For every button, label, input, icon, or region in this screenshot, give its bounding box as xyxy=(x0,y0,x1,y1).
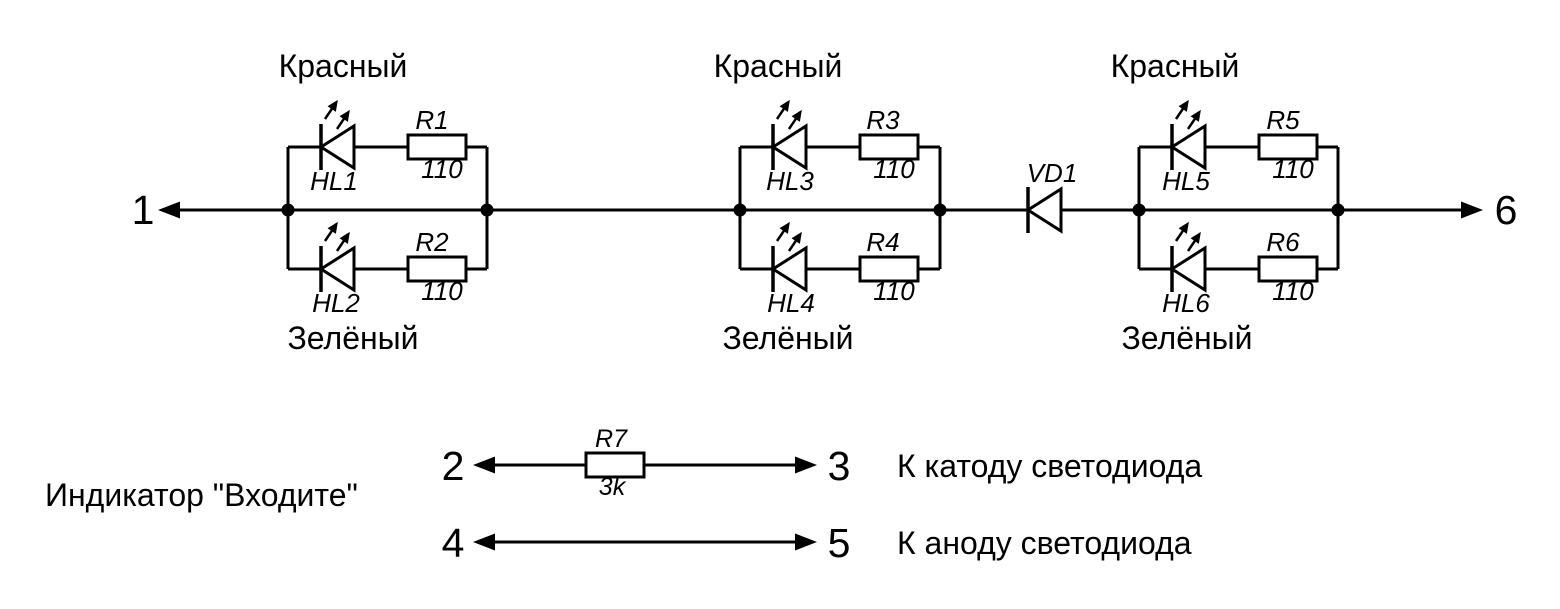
resistor-value-r5: 110 xyxy=(1272,154,1314,184)
diode-label-vd1: VD1 xyxy=(1027,158,1078,188)
resistor-value-r6: 110 xyxy=(1272,276,1314,306)
led-hl2-icon xyxy=(319,217,356,294)
main-bus xyxy=(158,201,1483,219)
resistor-value-r3: 110 xyxy=(873,154,915,184)
led-label-hl3: HL3 xyxy=(766,166,814,196)
junction-dot xyxy=(1331,203,1345,217)
led-hl1-icon xyxy=(319,95,356,172)
led-hl6-icon xyxy=(1170,217,1207,294)
color-label-red: Красный xyxy=(279,48,408,84)
indicator-section: Индикатор "Входите" R7 3k 2 3 К катоду с… xyxy=(45,425,1202,566)
terminal-4-label: 4 xyxy=(442,520,465,566)
resistor-label-r5: R5 xyxy=(1266,105,1300,135)
indicator-title: Индикатор "Входите" xyxy=(45,477,358,513)
resistor-value-r1: 110 xyxy=(421,154,463,184)
led-label-hl1: HL1 xyxy=(310,166,358,196)
cathode-note: К катоду светодиода xyxy=(897,448,1202,484)
led-hl5-icon xyxy=(1170,95,1207,172)
terminal-6-label: 6 xyxy=(1495,187,1518,233)
led-group-1: Красный Зелёный HL1 HL2 R1 110 R2 110 xyxy=(279,48,494,356)
terminal-6-arrow-icon xyxy=(1461,201,1483,219)
row-2-3: R7 3k 2 3 К катоду светодиода xyxy=(442,425,1203,501)
resistor-label-r1: R1 xyxy=(415,105,448,135)
junction-dot xyxy=(480,203,494,217)
led-group-3: Красный Зелёный HL5 HL6 R5 110 R6 110 xyxy=(1111,48,1345,356)
terminal-1-arrow-icon xyxy=(158,201,180,219)
led-label-hl6: HL6 xyxy=(1162,288,1210,318)
color-label-red: Красный xyxy=(1111,48,1240,84)
led-label-hl2: HL2 xyxy=(312,288,360,318)
row-4-5: 4 5 К аноду светодиода xyxy=(442,520,1192,566)
resistor-label-r4: R4 xyxy=(866,227,899,257)
junction-dot xyxy=(733,203,747,217)
resistor-value-r2: 110 xyxy=(421,276,463,306)
diode-vd1-icon xyxy=(1026,185,1063,235)
terminal-1-label: 1 xyxy=(132,187,155,233)
series-diode: VD1 xyxy=(1026,158,1078,235)
color-label-red: Красный xyxy=(714,48,843,84)
resistor-label-r6: R6 xyxy=(1266,227,1300,257)
color-label-green: Зелёный xyxy=(1121,320,1252,356)
junction-dot xyxy=(1132,203,1146,217)
terminal-3-arrow-icon xyxy=(795,456,817,474)
color-label-green: Зелёный xyxy=(287,320,418,356)
resistor-value-r7: 3k xyxy=(599,473,627,501)
junction-dot xyxy=(933,203,947,217)
resistor-value-r4: 110 xyxy=(873,276,915,306)
terminal-5-label: 5 xyxy=(828,520,851,566)
led-label-hl5: HL5 xyxy=(1162,166,1210,196)
terminal-4-arrow-icon xyxy=(473,533,495,551)
anode-note: К аноду светодиода xyxy=(897,525,1192,561)
led-hl3-icon xyxy=(771,95,808,172)
led-group-2: Красный Зелёный HL3 HL4 R3 110 R4 110 xyxy=(714,48,947,356)
terminal-2-label: 2 xyxy=(442,443,465,489)
led-hl4-icon xyxy=(771,217,808,294)
terminal-3-label: 3 xyxy=(828,443,851,489)
led-label-hl4: HL4 xyxy=(767,288,815,318)
resistor-label-r2: R2 xyxy=(415,227,449,257)
terminal-2-arrow-icon xyxy=(473,456,495,474)
resistor-label-r7: R7 xyxy=(595,425,628,453)
resistor-label-r3: R3 xyxy=(866,105,900,135)
color-label-green: Зелёный xyxy=(722,320,853,356)
terminal-5-arrow-icon xyxy=(795,533,817,551)
junction-dot xyxy=(281,203,295,217)
